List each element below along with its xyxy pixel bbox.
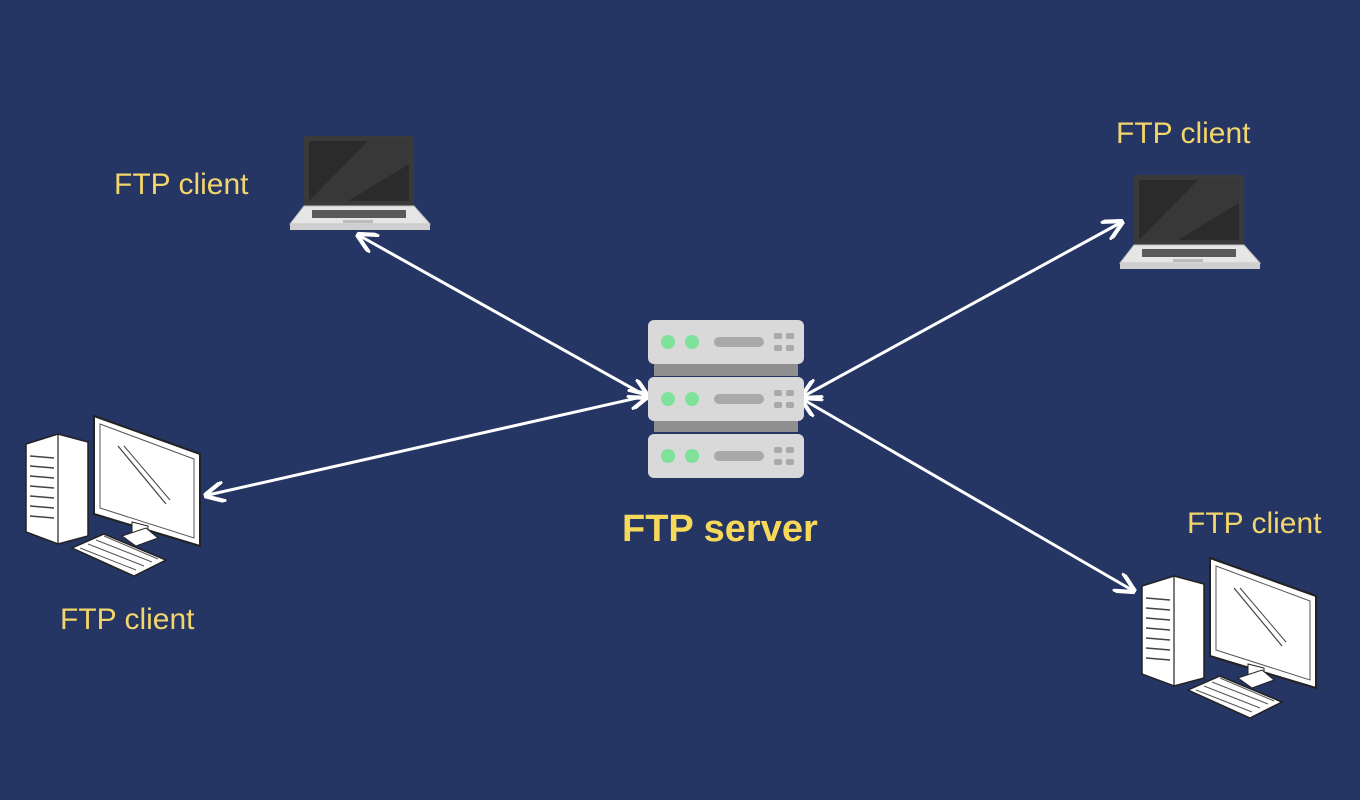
laptop-icon [1118,175,1262,269]
client-label-bottom-right: FTP client [1187,507,1322,540]
arrow-top-left [360,236,646,396]
client-label-top-left: FTP client [114,168,249,201]
client-label-top-right: FTP client [1116,117,1251,150]
server-label: FTP server [622,508,818,550]
arrow-bottom-right [804,400,1132,590]
desktop-computer-icon [25,414,201,577]
server-rack-icon [648,320,804,478]
laptop-icon [288,136,432,230]
arrow-bottom-left [208,396,646,495]
desktop-computer-icon [1141,556,1317,719]
arrow-top-right [804,223,1120,396]
client-label-bottom-left: FTP client [60,603,195,636]
